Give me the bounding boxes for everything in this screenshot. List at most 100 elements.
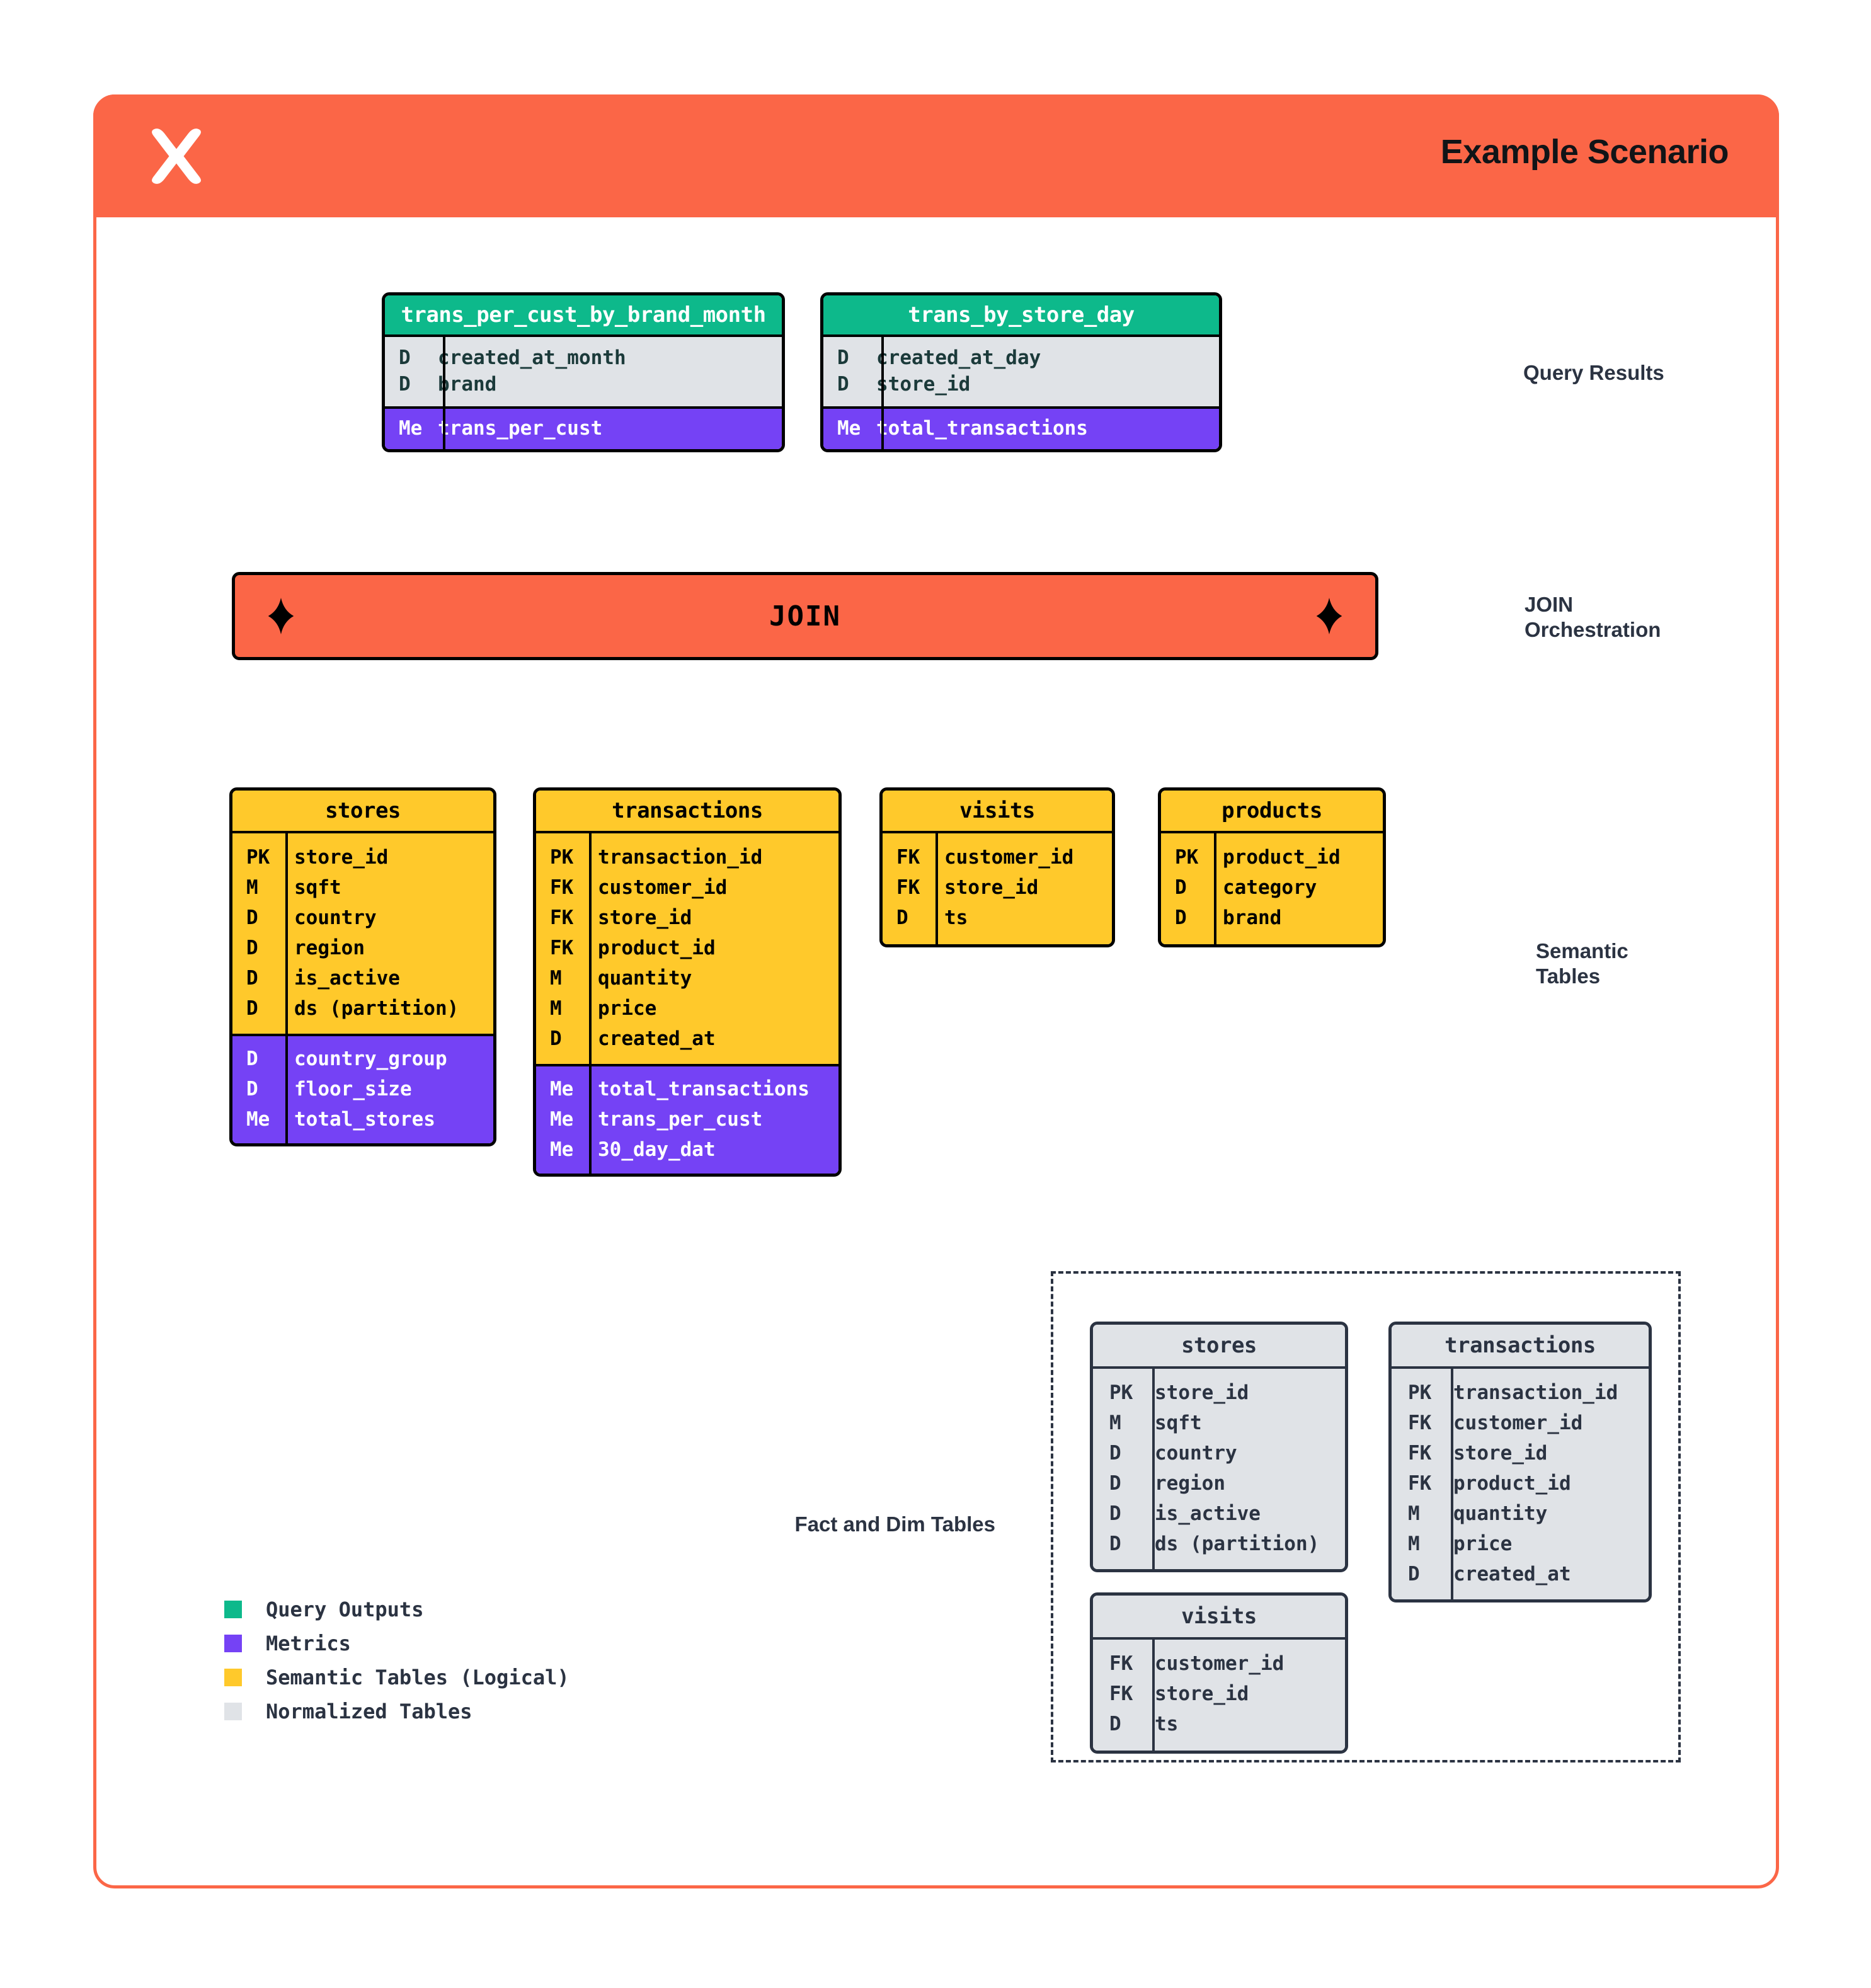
- column-key: D: [1175, 876, 1187, 899]
- column-key: FK: [1109, 1682, 1133, 1705]
- column-key: D: [1109, 1472, 1121, 1495]
- column-key: FK: [550, 906, 574, 929]
- table-title: products: [1161, 791, 1383, 831]
- legend-swatch-normalized-tables: [224, 1703, 242, 1720]
- column-key: D: [246, 1078, 258, 1100]
- column-field: brand: [438, 373, 497, 396]
- column-field: store_id: [944, 876, 1039, 899]
- table-row: D store_id: [823, 371, 1219, 397]
- column-key: Me: [399, 417, 423, 440]
- butterfly-x-logo-icon: [152, 129, 201, 184]
- table-row: FK store_id: [1093, 1679, 1345, 1709]
- column-field: is_active: [294, 967, 400, 990]
- dimension-rows: D created_at_month D brand: [385, 334, 782, 406]
- column-field: country: [1155, 1442, 1237, 1465]
- query-result-table-trans-by-store-day[interactable]: trans_by_store_day D created_at_day D st…: [820, 292, 1222, 452]
- table-title: stores: [1093, 1325, 1345, 1366]
- legend-label: Query Outputs: [266, 1597, 424, 1621]
- table-title: transactions: [1392, 1325, 1649, 1366]
- column-key: PK: [246, 846, 270, 869]
- table-title: trans_per_cust_by_brand_month: [385, 295, 782, 334]
- column-key: D: [246, 937, 258, 959]
- table-row: Me total_transactions: [823, 413, 1219, 444]
- column-key: FK: [1408, 1412, 1432, 1434]
- column-key: D: [1109, 1533, 1121, 1555]
- column-field: transaction_id: [598, 846, 763, 869]
- join-annotation: JOIN Orchestration: [1525, 592, 1661, 643]
- column-divider: [589, 831, 592, 1174]
- column-key: FK: [550, 876, 574, 899]
- column-field: customer_id: [1155, 1652, 1285, 1675]
- column-key: PK: [1408, 1381, 1432, 1404]
- column-field: store_id: [1155, 1381, 1249, 1404]
- table-row: D created_at_day: [823, 345, 1219, 371]
- column-divider: [936, 831, 938, 944]
- sparkle-icon: [268, 598, 294, 634]
- join-label: JOIN: [769, 600, 841, 632]
- column-field: quantity: [1453, 1502, 1548, 1525]
- column-field: ts: [944, 906, 968, 929]
- column-field: customer_id: [944, 846, 1074, 869]
- column-key: D: [1175, 906, 1187, 929]
- column-key: D: [837, 373, 849, 396]
- column-field: created_at_month: [438, 346, 626, 369]
- column-field: ds (partition): [294, 997, 459, 1020]
- sparkle-icon: [1316, 598, 1342, 634]
- column-key: M: [1109, 1412, 1121, 1434]
- column-field: region: [1155, 1472, 1225, 1495]
- column-key: FK: [896, 876, 920, 899]
- column-field: price: [598, 997, 657, 1020]
- column-key: D: [1109, 1713, 1121, 1735]
- legend-swatch-query-outputs: [224, 1601, 242, 1618]
- column-key: D: [1408, 1563, 1420, 1585]
- column-field: store_id: [1155, 1682, 1249, 1705]
- legend-swatch-semantic-tables: [224, 1669, 242, 1686]
- column-field: total_transactions: [876, 417, 1088, 440]
- annotation-label: Fact and Dim Tables: [794, 1512, 995, 1536]
- column-field: region: [294, 937, 365, 959]
- column-divider: [881, 334, 884, 449]
- column-field: brand: [1223, 906, 1282, 929]
- column-key: PK: [1175, 846, 1199, 869]
- column-key: Me: [550, 1108, 574, 1131]
- query-result-table-trans-per-cust[interactable]: trans_per_cust_by_brand_month D created_…: [382, 292, 785, 452]
- table-row: D brand: [385, 371, 782, 397]
- column-key: M: [1408, 1533, 1420, 1555]
- column-field: country: [294, 906, 377, 929]
- column-field: created_at: [1453, 1563, 1571, 1585]
- column-field: store_id: [876, 373, 971, 396]
- legend: Query Outputs Metrics Semantic Tables (L…: [224, 1592, 569, 1728]
- column-field: store_id: [598, 906, 692, 929]
- join-orchestration-bar[interactable]: JOIN: [232, 572, 1378, 660]
- column-key: FK: [550, 937, 574, 959]
- table-row: D created_at_month: [385, 345, 782, 371]
- annotation-label-line2: Tables: [1536, 964, 1601, 988]
- metric-rows: Me total_transactions: [823, 406, 1219, 449]
- column-field: created_at: [598, 1027, 716, 1050]
- column-field: quantity: [598, 967, 692, 990]
- page-title: Example Scenario: [1440, 133, 1729, 171]
- fact-dim-annotation: Fact and Dim Tables: [756, 1512, 995, 1537]
